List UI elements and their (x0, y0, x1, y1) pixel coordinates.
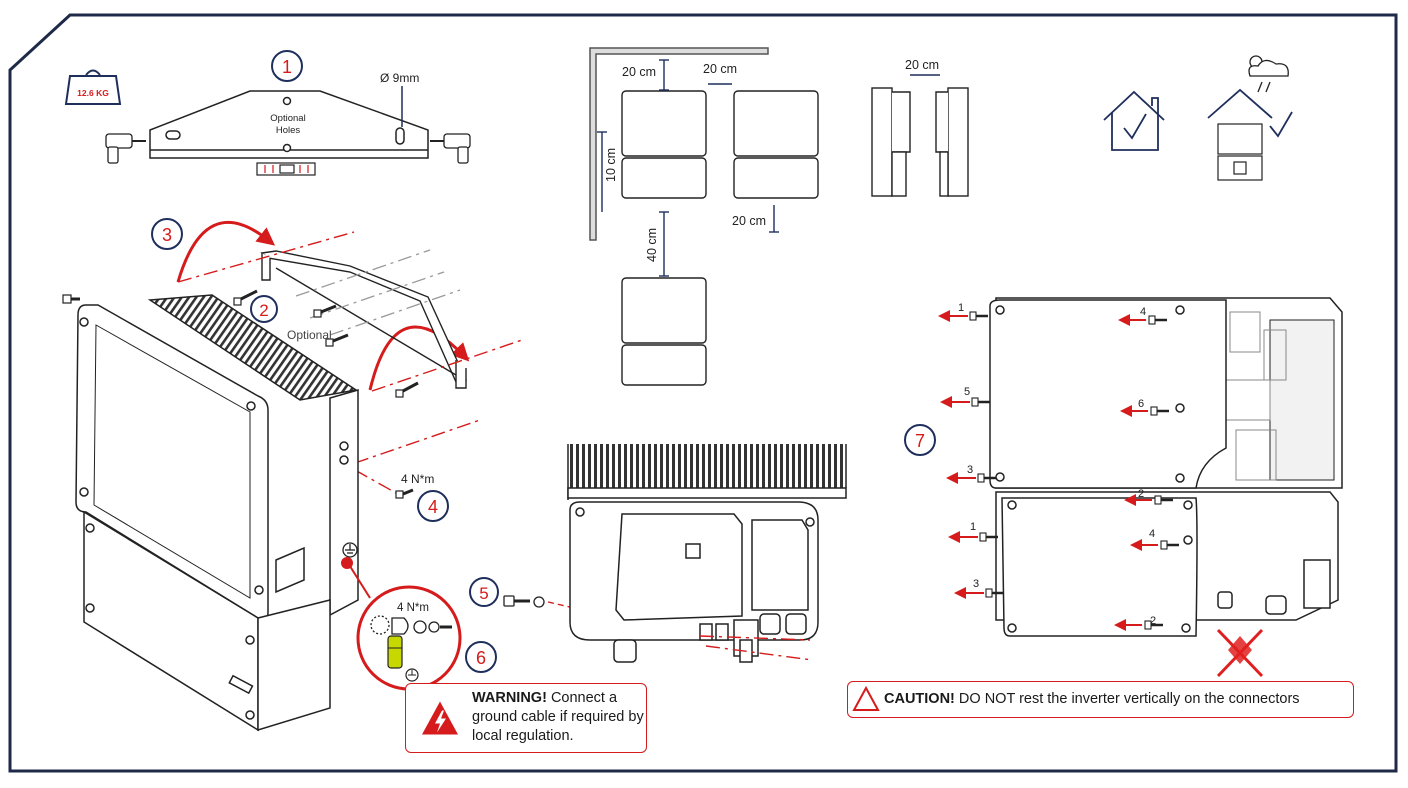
clearance-side-label: 20 cm (703, 62, 737, 76)
step-2-marker: 2 (250, 295, 278, 323)
screw-number: 4 (1140, 306, 1146, 318)
svg-text:3: 3 (162, 225, 172, 245)
optional-holes-label: Optional (270, 113, 305, 124)
step-1-marker: 1 (271, 50, 303, 82)
drill-icon (430, 133, 471, 164)
svg-text:5: 5 (479, 584, 488, 603)
step-7-marker: 7 (904, 424, 936, 456)
ground-icon (342, 542, 358, 558)
clearance-wall-label: 10 cm (604, 148, 618, 182)
lightning-icon (422, 701, 458, 735)
clearance-inverter (621, 90, 819, 386)
inverter-open-view (989, 297, 1343, 637)
side-view-inverter (871, 87, 969, 197)
guide-lines (177, 231, 523, 494)
caution-message: DO NOT rest the inverter vertically on t… (958, 691, 1300, 707)
drill-icon (105, 133, 146, 164)
wall-outline (589, 47, 769, 241)
clearance-sideview-label: 20 cm (905, 58, 939, 72)
screw-number: 5 (964, 386, 970, 398)
screw-number: 1 (970, 521, 976, 533)
torque-label-4: 4 N*m (401, 472, 434, 486)
screw-number: 2 (1138, 488, 1144, 500)
weather-icon (1248, 55, 1289, 93)
warning-title: WARNING! (472, 690, 547, 706)
check-icon (1123, 113, 1147, 140)
screw-icon (503, 595, 545, 608)
outdoor-inverter-icon (1217, 123, 1263, 181)
guide-lines (699, 635, 813, 661)
screw-numbers: 1 4 5 6 3 2 1 4 3 2 (958, 302, 1156, 627)
screw-number: 4 (1149, 528, 1155, 540)
screw-number: 3 (973, 578, 979, 590)
warning-message: Connect a ground cable if required by lo… (472, 690, 644, 744)
house-icon (1103, 90, 1165, 151)
mounting-bracket (149, 90, 429, 159)
caution-text: CAUTION! DO NOT rest the inverter vertic… (884, 691, 1300, 707)
clearance-right-label: 20 cm (732, 214, 766, 228)
step-6-marker: 6 (465, 641, 497, 673)
connection-unit-view (567, 444, 847, 663)
torque-label-6: 4 N*m (397, 602, 429, 614)
caution-box: CAUTION! DO NOT rest the inverter vertic… (847, 681, 1354, 718)
screw-removal-arrows (938, 310, 1158, 631)
warning-text: WARNING! Connect a ground cable if requi… (472, 689, 647, 746)
step-4-marker: 4 (417, 490, 449, 522)
screw-number: 2 (1150, 615, 1156, 627)
outdoor-shelter-icon (1207, 88, 1273, 119)
svg-text:7: 7 (915, 431, 925, 451)
clearance-between-label: 40 cm (645, 228, 659, 262)
optional-holes-label-2: Holes (276, 125, 301, 136)
caution-title: CAUTION! (884, 691, 955, 707)
weight-label: 12.6 KG (77, 88, 109, 98)
frame-border (8, 13, 1398, 773)
screw-icon (969, 311, 1179, 630)
clearance-top-label: 20 cm (622, 65, 656, 79)
hang-arrow (176, 221, 276, 283)
screw-number: 3 (967, 464, 973, 476)
optional-screws-label: Optional (287, 328, 332, 342)
step-5-marker: 5 (469, 577, 499, 607)
svg-text:6: 6 (476, 648, 486, 668)
level-icon (256, 162, 316, 176)
clearance-dimension (597, 59, 940, 277)
inverter-isometric (75, 294, 359, 732)
wall-bracket-3d (260, 250, 468, 389)
svg-text:1: 1 (282, 57, 292, 77)
guide-lines (295, 249, 461, 336)
check-icon (1269, 111, 1293, 138)
warning-box: WARNING! Connect a ground cable if requi… (405, 683, 647, 753)
svg-text:2: 2 (259, 301, 268, 320)
screw-number: 1 (958, 302, 964, 314)
caution-icon (852, 685, 880, 711)
weight-icon (64, 69, 122, 105)
ground-zoom-circle (356, 585, 462, 691)
svg-text:4: 4 (428, 497, 438, 517)
x-icon (1216, 628, 1264, 678)
step-3-marker: 3 (151, 218, 183, 250)
screw-icon (62, 289, 419, 499)
screw-number: 6 (1138, 398, 1144, 410)
hole-diameter-label: Ø 9mm (380, 71, 419, 85)
